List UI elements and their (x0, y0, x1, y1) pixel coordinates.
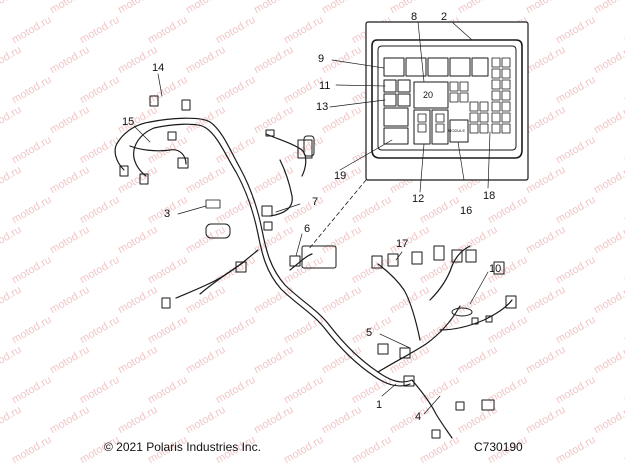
callout-12: 12 (412, 193, 425, 205)
module-label: MODULE (448, 128, 466, 133)
relay-number: 20 (423, 90, 434, 100)
callout-17: 17 (396, 238, 409, 250)
callout-16: 16 (460, 205, 473, 217)
callout-19: 19 (334, 170, 347, 182)
label-tag (205, 199, 221, 209)
callout-2: 2 (441, 11, 448, 23)
callout-7: 7 (312, 196, 319, 208)
connectors (119, 95, 517, 439)
callout-1: 1 (376, 399, 383, 411)
callout-6: 6 (304, 223, 311, 235)
callout-9: 9 (318, 53, 325, 65)
callout-18: 18 (483, 190, 496, 202)
callout-5: 5 (366, 327, 373, 339)
module-part-3 (205, 223, 231, 239)
inset-pointer-line (307, 179, 367, 251)
callout-4: 4 (415, 411, 422, 423)
diagram-code: C730190 (474, 440, 523, 454)
fuse-box-component (301, 245, 337, 269)
callout-10: 10 (489, 263, 502, 275)
callout-13: 13 (316, 101, 329, 113)
callout-8: 8 (411, 11, 418, 23)
callout-15: 15 (122, 116, 135, 128)
copyright-text: © 2021 Polaris Industries Inc. (104, 440, 261, 454)
callout-11: 11 (319, 80, 331, 92)
callout-14: 14 (152, 62, 165, 74)
callout-3: 3 (164, 208, 171, 220)
leader-lines (133, 73, 489, 415)
fuse-box-inset (329, 21, 529, 193)
